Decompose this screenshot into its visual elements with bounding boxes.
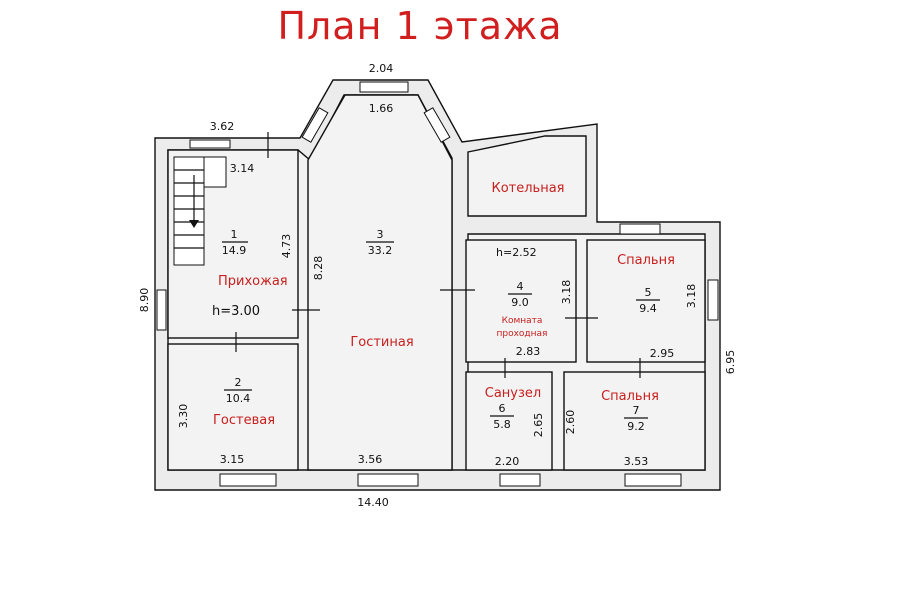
bedroom2-label: Спальня xyxy=(601,389,659,404)
dim-bed2-depth: 2.60 xyxy=(564,410,577,435)
bedroom1-room xyxy=(586,239,706,363)
guest-label: Гостевая xyxy=(213,413,275,428)
bath-label: Санузел xyxy=(485,386,541,401)
pass-height: h=2.52 xyxy=(496,246,537,259)
living-number: 3 xyxy=(377,228,384,241)
pass-area: 9.0 xyxy=(511,296,529,309)
plan-title: План 1 этажа xyxy=(277,4,563,48)
windows xyxy=(156,81,719,487)
living-area: 33.2 xyxy=(368,244,393,257)
door-marks xyxy=(235,132,641,378)
bedroom2-number: 7 xyxy=(633,404,640,417)
pass-number: 4 xyxy=(517,280,524,293)
bedroom1-number: 5 xyxy=(645,286,652,299)
bedroom1-area: 9.4 xyxy=(639,302,657,315)
dim-bay-outer: 2.04 xyxy=(369,62,394,75)
entry-label: Прихожая xyxy=(218,274,288,289)
living-label: Гостиная xyxy=(350,335,413,350)
bedroom1-label: Спальня xyxy=(617,253,675,268)
boiler-room xyxy=(467,135,587,217)
boiler-label: Котельная xyxy=(491,181,564,196)
living-room xyxy=(307,94,453,471)
dim-bath-depth: 2.65 xyxy=(532,413,545,438)
dim-living-depth: 8.28 xyxy=(312,256,325,281)
pass-label-1: Комната xyxy=(502,316,543,326)
dim-bath-width: 2.20 xyxy=(495,455,520,468)
dim-bay-inner: 1.66 xyxy=(369,102,394,115)
bath-number: 6 xyxy=(499,402,506,415)
bedroom2-room xyxy=(563,371,706,471)
guest-number: 2 xyxy=(235,376,242,389)
dim-bed1-depth: 3.18 xyxy=(685,284,698,309)
dim-guest-width: 3.15 xyxy=(220,453,245,466)
dim-total-width: 14.40 xyxy=(357,496,389,509)
dim-living-width: 3.56 xyxy=(358,453,383,466)
entry-area: 14.9 xyxy=(222,244,247,257)
entry-number: 1 xyxy=(231,228,238,241)
pass-label-2: проходная xyxy=(497,329,548,339)
entry-height: h=3.00 xyxy=(212,304,260,319)
bath-room xyxy=(465,371,553,471)
pass-room xyxy=(465,239,577,363)
dim-total-height: 8.90 xyxy=(138,288,151,313)
staircase xyxy=(173,156,227,266)
dim-bed1-width: 2.95 xyxy=(650,347,675,360)
dim-stair-inner: 3.14 xyxy=(230,162,255,175)
dim-right-height: 6.95 xyxy=(724,350,737,375)
dim-pass-width: 2.83 xyxy=(516,345,541,358)
bath-area: 5.8 xyxy=(493,418,511,431)
dim-stair-outer: 3.62 xyxy=(210,120,235,133)
guest-area: 10.4 xyxy=(226,392,251,405)
guest-room xyxy=(167,343,299,471)
dim-guest-depth: 3.30 xyxy=(177,404,190,429)
dim-pass-depth: 3.18 xyxy=(560,280,573,305)
dim-entry-depth: 4.73 xyxy=(280,234,293,259)
dim-bed2-width: 3.53 xyxy=(624,455,649,468)
bedroom2-area: 9.2 xyxy=(627,420,645,433)
